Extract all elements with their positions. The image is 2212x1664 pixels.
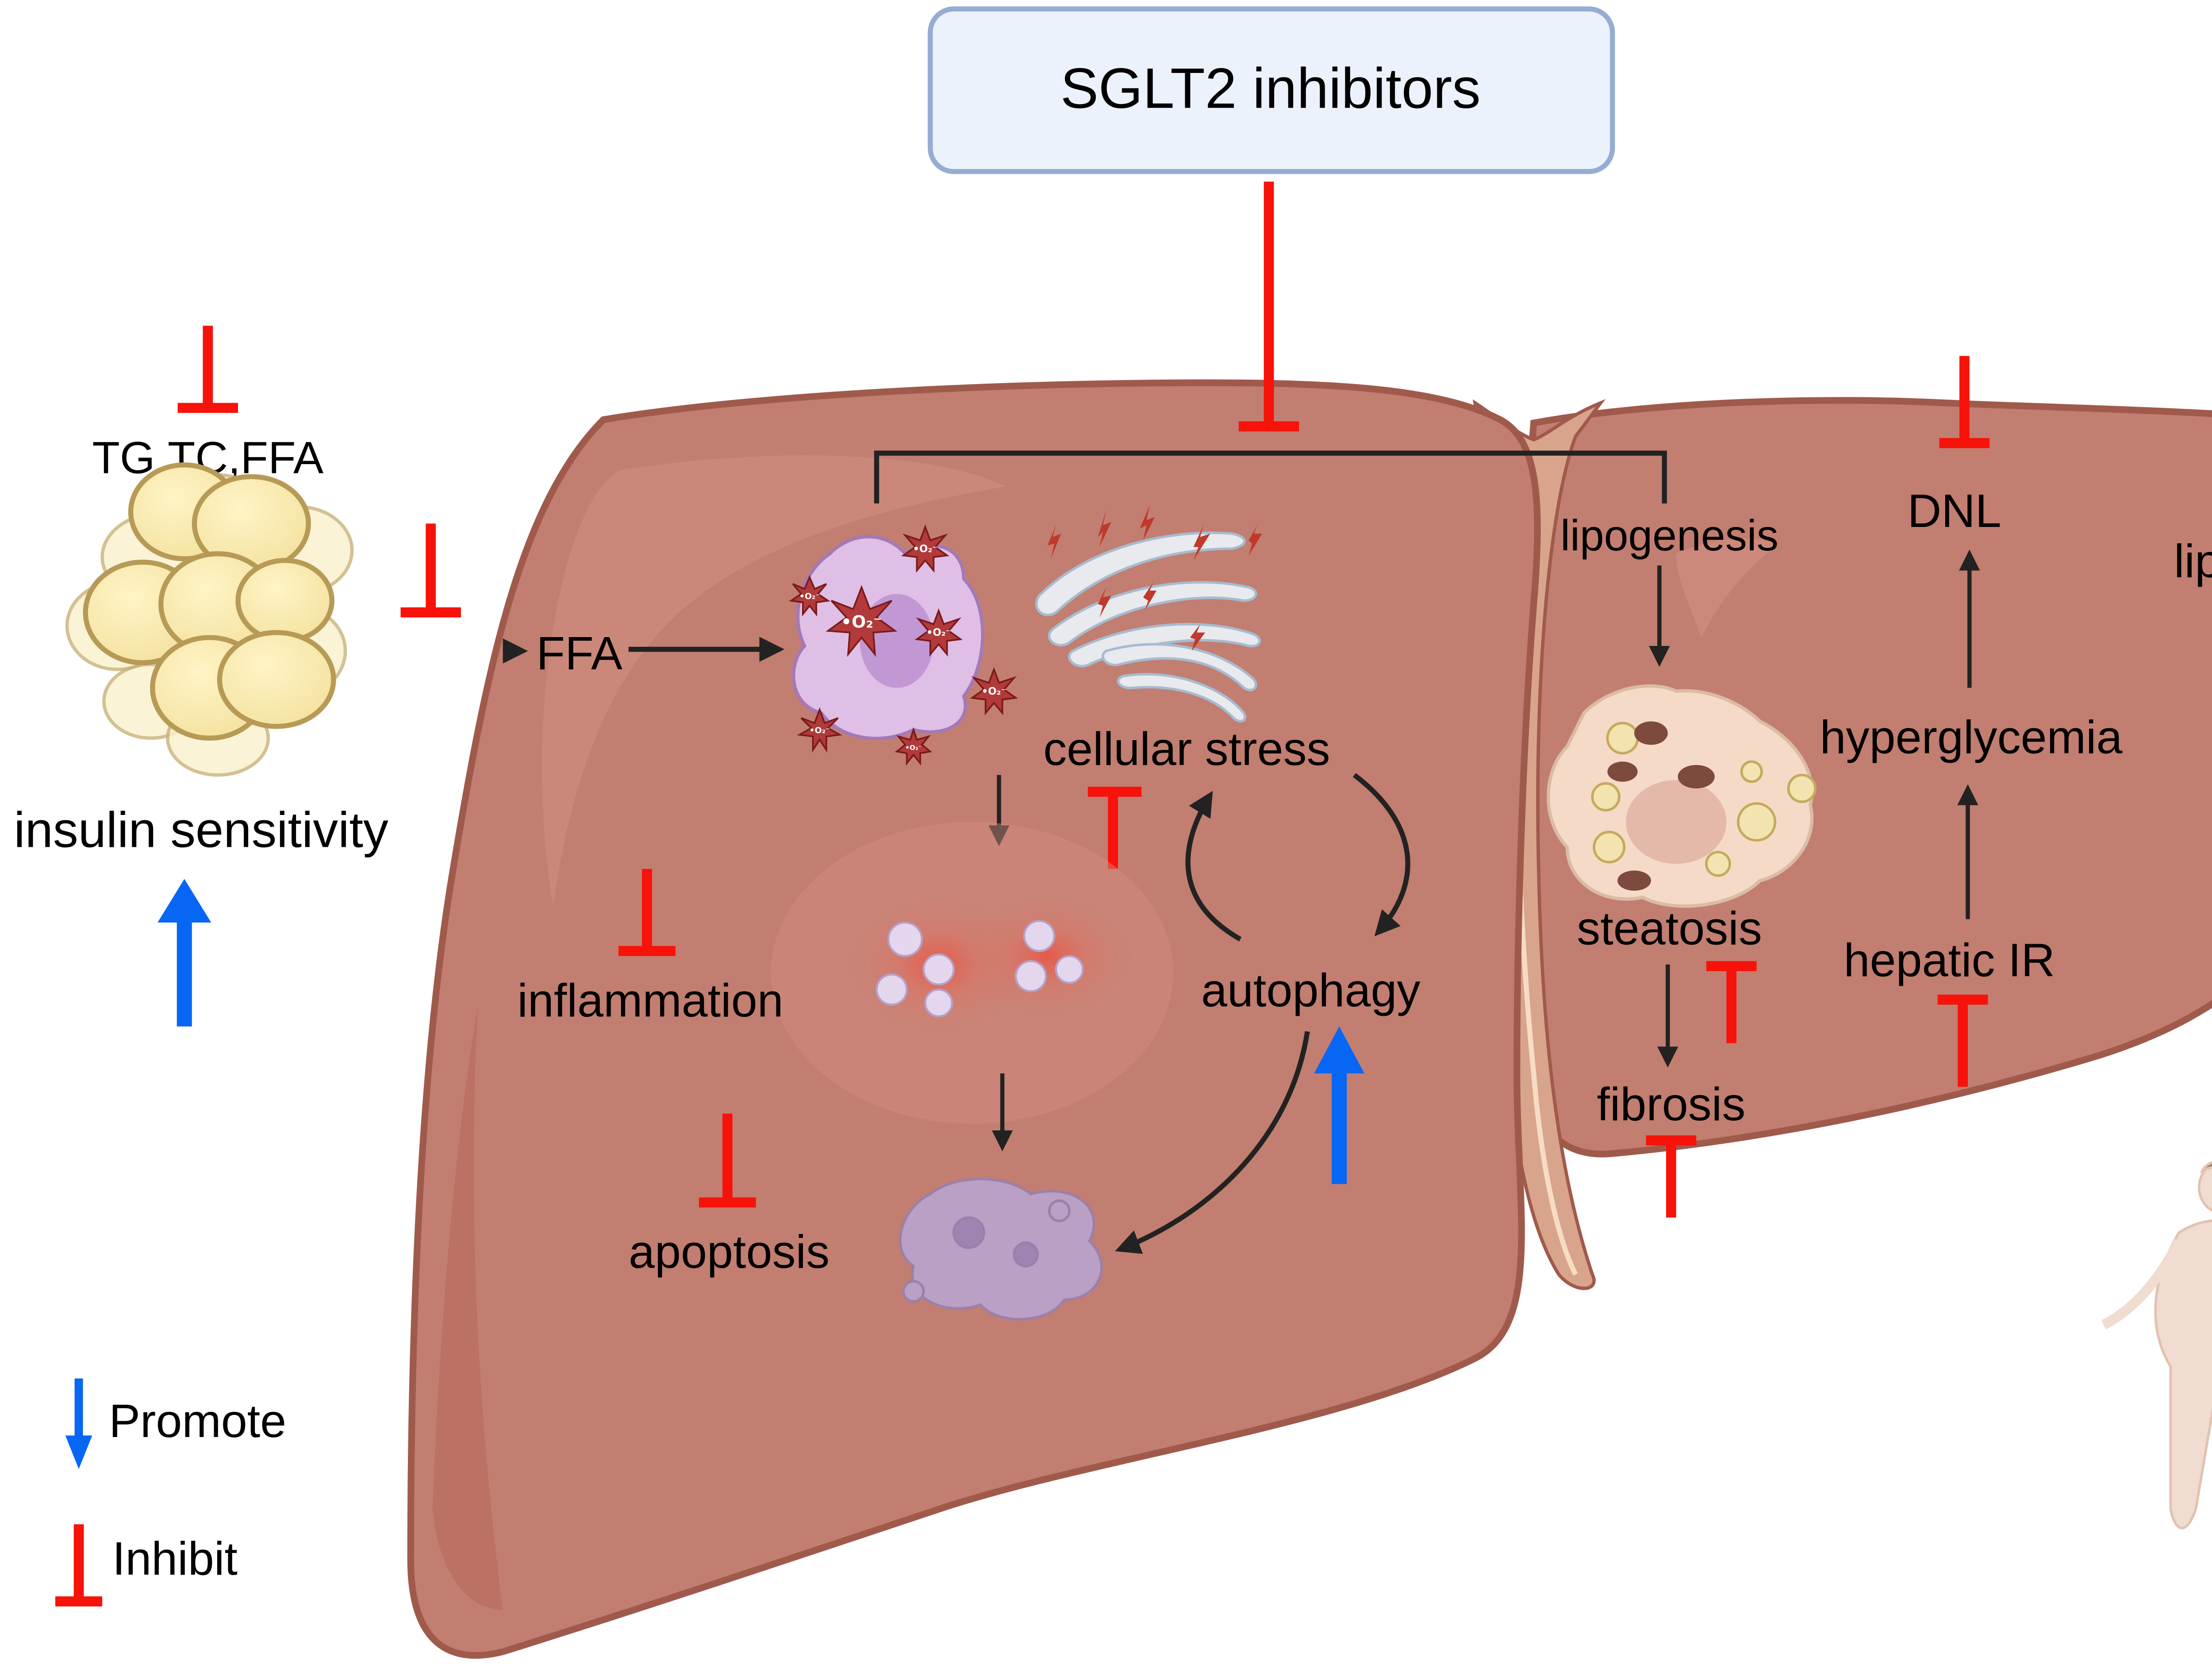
inflammation-label: inflammation — [517, 974, 783, 1026]
apoptosis-inhibit-symbol — [699, 1114, 756, 1208]
steatosis-inhibit-symbol — [1706, 961, 1757, 1043]
ros-burst-icon: •O₂⁻ — [797, 707, 843, 753]
steatotic-hepatocyte-icon — [1547, 684, 1817, 908]
apoptosis-label: apoptosis — [629, 1226, 830, 1278]
lipolysis-label: lipolysis — [2174, 535, 2212, 588]
fibrosis-label: fibrosis — [1597, 1078, 1745, 1130]
svg-text:•O₂⁻: •O₂⁻ — [809, 726, 830, 735]
ros-burst-icon: •O₂⁻ — [826, 585, 898, 657]
hepatic-ir-inhibit-symbol — [1937, 995, 1988, 1087]
legend: Promote Inhibit — [55, 1378, 286, 1606]
ffa-label: FFA — [536, 627, 622, 680]
stress-to-autophagy-arrow — [1352, 773, 1410, 937]
adipocyte-cluster-icon — [65, 462, 354, 777]
ros-burst-icon: •O₂⁻ — [914, 608, 963, 657]
fibrosis-inhibit-symbol — [1646, 1135, 1697, 1218]
sglt2-inhibit-symbol — [1238, 181, 1299, 431]
ros-burst-icon: •O₂⁻ — [970, 667, 1018, 715]
sglt2-inhibitors-label: SGLT2 inhibitors — [1060, 57, 1481, 120]
hepatic-ir-label: hepatic IR — [1844, 934, 2055, 986]
ros-bursts: •O₂⁻ •O₂⁻ •O₂⁻ •O₂⁻ •O₂⁻ •O₂⁻ •O₂⁻ — [789, 524, 1018, 766]
svg-text:•O₂⁻: •O₂⁻ — [841, 612, 882, 631]
cellular-stress-inhibit-symbol — [1087, 787, 1142, 869]
sglt2-inhibitors-box: SGLT2 inhibitors — [928, 6, 1615, 174]
svg-text:•O₂⁻: •O₂⁻ — [913, 543, 938, 555]
ffa-release-inhibit-symbol — [400, 523, 461, 618]
autophagy-to-apoptosis-arrow — [1115, 1031, 1310, 1254]
legend-inhibit-icon — [55, 1524, 103, 1606]
svg-text:•O₂⁻: •O₂⁻ — [926, 627, 951, 638]
insulin-sensitivity-label: insulin sensitivity — [14, 802, 388, 858]
lipogenesis-label: lipogenesis — [1560, 511, 1778, 560]
steatosis-label: steatosis — [1577, 902, 1762, 954]
svg-text:•O₂⁻: •O₂⁻ — [982, 686, 1006, 697]
legend-promote-icon — [65, 1378, 92, 1469]
inflammation-cells-icon — [771, 822, 1174, 1124]
cellular-stress-label: cellular stress — [1043, 723, 1330, 775]
apoptotic-cell-icon — [899, 1178, 1103, 1321]
stress-lightning-icons — [1047, 505, 1262, 651]
legend-inhibit-label: Inhibit — [112, 1533, 238, 1585]
inflammation-inhibit-symbol — [618, 869, 676, 956]
obese-person-icon — [2101, 1161, 2212, 1529]
ros-burst-icon: •O₂⁻ — [789, 575, 830, 617]
ros-burst-icon: •O₂⁻ — [901, 524, 949, 573]
insulin-sensitivity-promote-arrow — [157, 879, 211, 1026]
svg-text:•O₂⁻: •O₂⁻ — [799, 592, 820, 601]
hyperglycemia-label: hyperglycemia — [1820, 711, 2123, 763]
legend-promote-label: Promote — [109, 1395, 286, 1447]
ros-burst-icon: •O₂⁻ — [895, 727, 933, 766]
svg-text:•O₂⁻: •O₂⁻ — [905, 744, 922, 752]
dnl-label: DNL — [1908, 485, 2001, 537]
autophagy-label: autophagy — [1201, 965, 1420, 1017]
sglt2-bracket-connector — [874, 450, 1667, 503]
dnl-inhibit-symbol — [1939, 356, 1990, 448]
autophagy-promote-arrow — [1314, 1026, 1365, 1184]
autophagy-to-stress-arrow — [1185, 791, 1242, 942]
lipids-inhibit-symbol — [177, 326, 238, 413]
